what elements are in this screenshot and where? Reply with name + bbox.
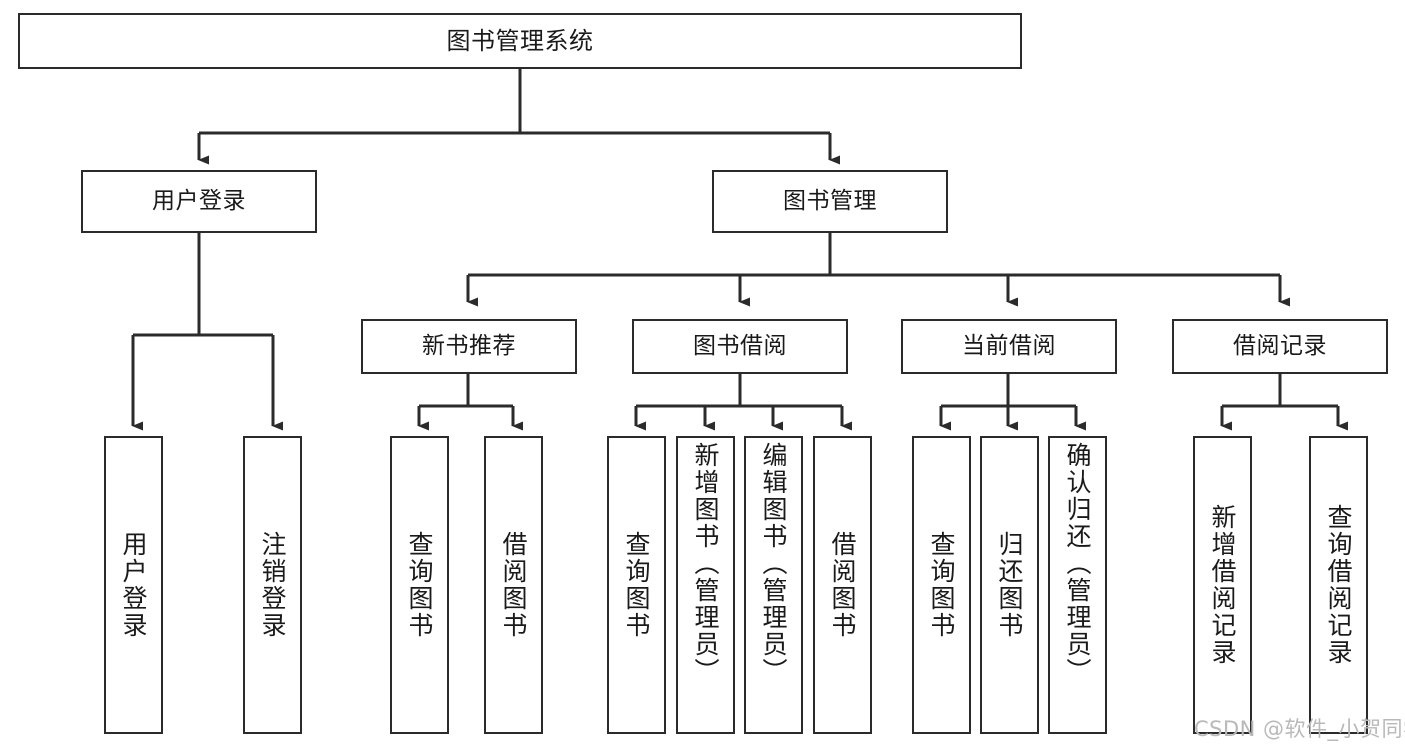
node-label: 查询图书	[927, 531, 956, 639]
csdn-watermark: CSDN @软件_小贺同学	[1194, 717, 1405, 741]
leaf-book-borrow-edit-book-admin[interactable]: 编辑图书（管理员）	[744, 436, 803, 734]
node-label: 新书推荐	[422, 332, 516, 359]
node-label: 查询图书	[622, 531, 651, 639]
leaf-current-borrow-confirm-return-admin[interactable]: 确认归还（管理员）	[1048, 436, 1107, 734]
leaf-user-login-logout[interactable]: 注销登录	[243, 436, 302, 734]
leaf-current-borrow-query-book[interactable]: 查询图书	[912, 436, 971, 734]
node-label: 当前借阅	[962, 332, 1056, 359]
node-label: 图书借阅	[693, 332, 787, 359]
leaf-new-book-borrow-book[interactable]: 借阅图书	[484, 436, 543, 734]
node-label: 用户登录	[152, 187, 246, 214]
node-label: 新增图书（管理员）	[691, 442, 720, 685]
node-label: 借阅图书	[828, 531, 857, 639]
leaf-book-borrow-query-book[interactable]: 查询图书	[607, 436, 666, 734]
leaf-new-book-query-book[interactable]: 查询图书	[390, 436, 449, 734]
node-label: 归还图书	[995, 531, 1024, 639]
node-label: 查询图书	[405, 531, 434, 639]
leaf-borrow-records-add-record[interactable]: 新增借阅记录	[1193, 436, 1252, 734]
leaf-book-borrow-add-book-admin[interactable]: 新增图书（管理员）	[676, 436, 735, 734]
node-label: 用户登录	[119, 531, 148, 639]
node-label: 借阅记录	[1233, 332, 1327, 359]
node-user-login[interactable]: 用户登录	[81, 170, 317, 233]
leaf-book-borrow-borrow-book[interactable]: 借阅图书	[813, 436, 872, 734]
node-borrow-records[interactable]: 借阅记录	[1172, 319, 1388, 374]
node-new-book-recommend[interactable]: 新书推荐	[361, 319, 577, 374]
node-book-management[interactable]: 图书管理	[712, 170, 948, 233]
node-label: 借阅图书	[499, 531, 528, 639]
node-root-book-management-system[interactable]: 图书管理系统	[18, 13, 1022, 69]
node-label: 编辑图书（管理员）	[759, 442, 788, 685]
node-current-borrow[interactable]: 当前借阅	[901, 319, 1117, 374]
node-label: 新增借阅记录	[1208, 504, 1237, 666]
node-label: 注销登录	[258, 531, 287, 639]
node-label: 确认归还（管理员）	[1063, 442, 1092, 685]
node-book-borrow[interactable]: 图书借阅	[632, 319, 848, 374]
leaf-borrow-records-query-record[interactable]: 查询借阅记录	[1309, 436, 1368, 734]
leaf-user-login-login[interactable]: 用户登录	[104, 436, 163, 734]
node-label: 图书管理系统	[446, 26, 594, 55]
leaf-current-borrow-return-book[interactable]: 归还图书	[980, 436, 1039, 734]
node-label: 图书管理	[783, 187, 877, 214]
node-label: 查询借阅记录	[1324, 504, 1353, 666]
